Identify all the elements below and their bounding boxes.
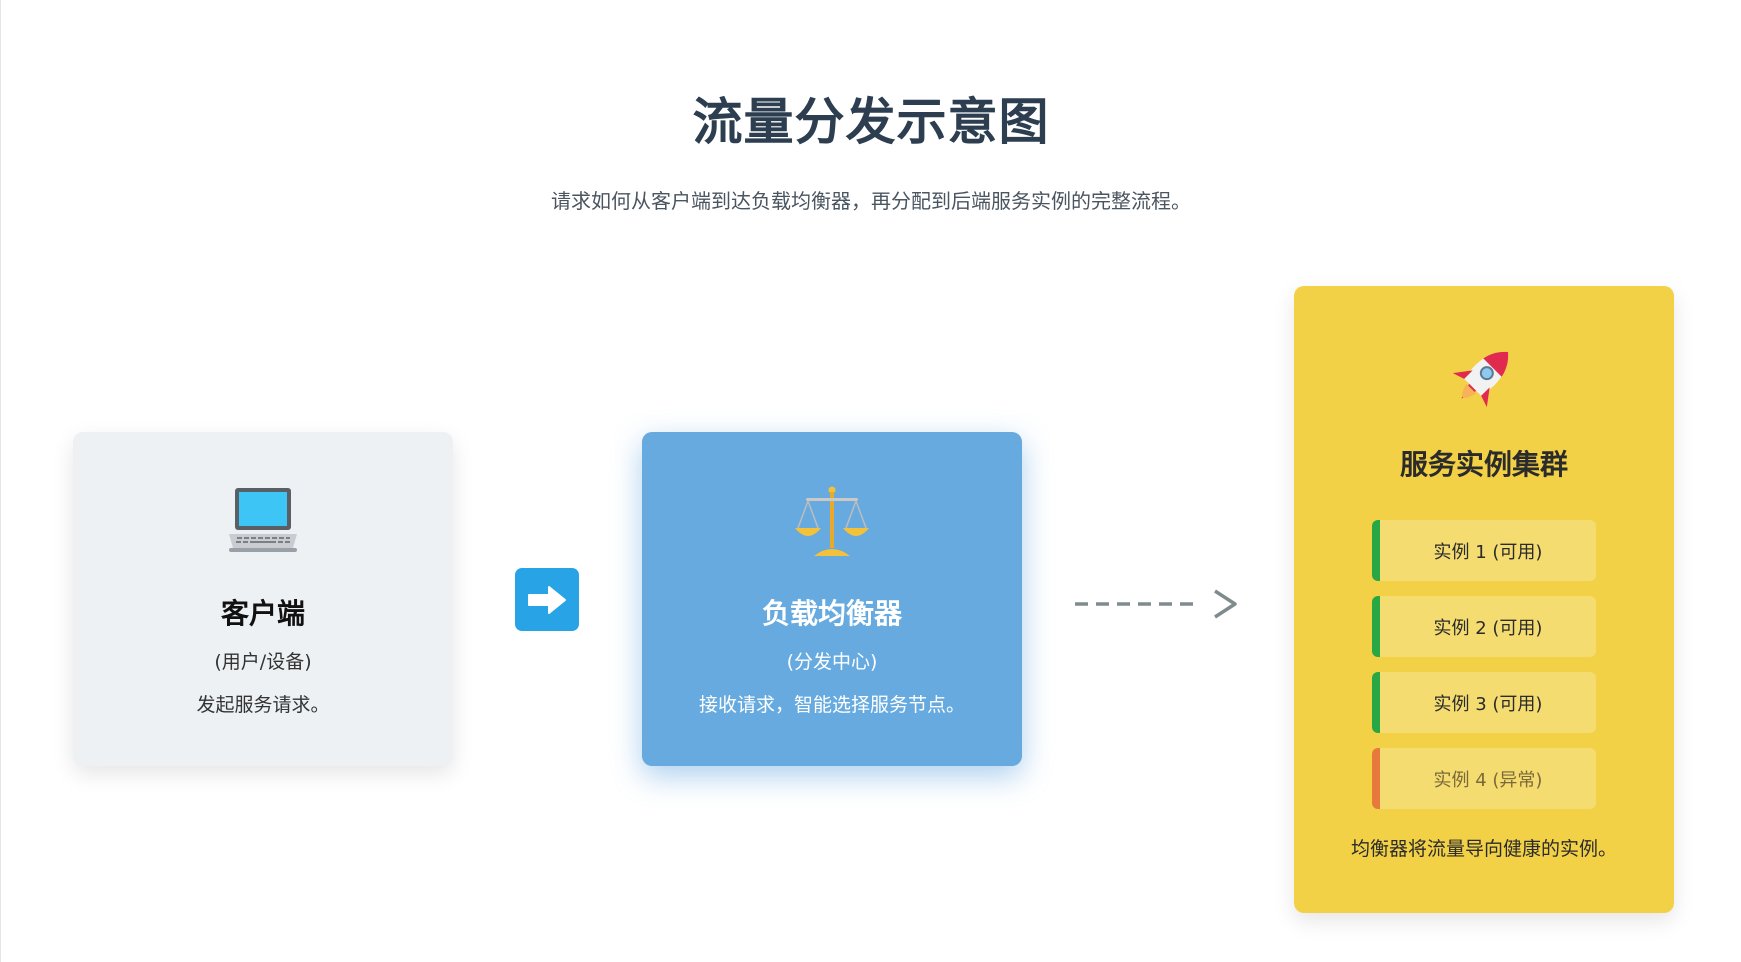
dashed-arrow-icon: [1073, 586, 1239, 626]
rocket-icon: [1294, 338, 1674, 414]
laptop-icon: [73, 486, 453, 554]
client-card: 客户端 (用户/设备) 发起服务请求。: [73, 432, 453, 766]
instance-item: 实例 2 (可用): [1372, 596, 1596, 657]
load-balancer-card: 负载均衡器 (分发中心) 接收请求，智能选择服务节点。: [642, 432, 1022, 766]
load-balancer-description: 接收请求，智能选择服务节点。: [698, 694, 965, 716]
instance-item-abnormal: 实例 4 (异常): [1372, 748, 1596, 809]
balance-scale-icon: [642, 486, 1022, 558]
load-balancer-subtitle: (分发中心): [786, 651, 878, 673]
service-cluster-card: 服务实例集群 实例 1 (可用) 实例 2 (可用) 实例 3 (可用) 实例 …: [1294, 286, 1674, 913]
cluster-title: 服务实例集群: [1399, 448, 1568, 481]
instance-item: 实例 3 (可用): [1372, 672, 1596, 733]
page-title: 流量分发示意图: [692, 93, 1050, 151]
load-balancer-title: 负载均衡器: [761, 597, 902, 630]
cluster-description: 均衡器将流量导向健康的实例。: [1350, 838, 1617, 860]
client-title: 客户端: [220, 597, 305, 630]
right-arrow-icon: [515, 568, 579, 631]
instance-list: 实例 1 (可用) 实例 2 (可用) 实例 3 (可用) 实例 4 (异常): [1372, 520, 1596, 824]
page-subtitle: 请求如何从客户端到达负载均衡器，再分配到后端服务实例的完整流程。: [551, 189, 1191, 213]
client-subtitle: (用户/设备): [214, 651, 312, 673]
client-description: 发起服务请求。: [196, 694, 330, 716]
instance-item: 实例 1 (可用): [1372, 520, 1596, 581]
